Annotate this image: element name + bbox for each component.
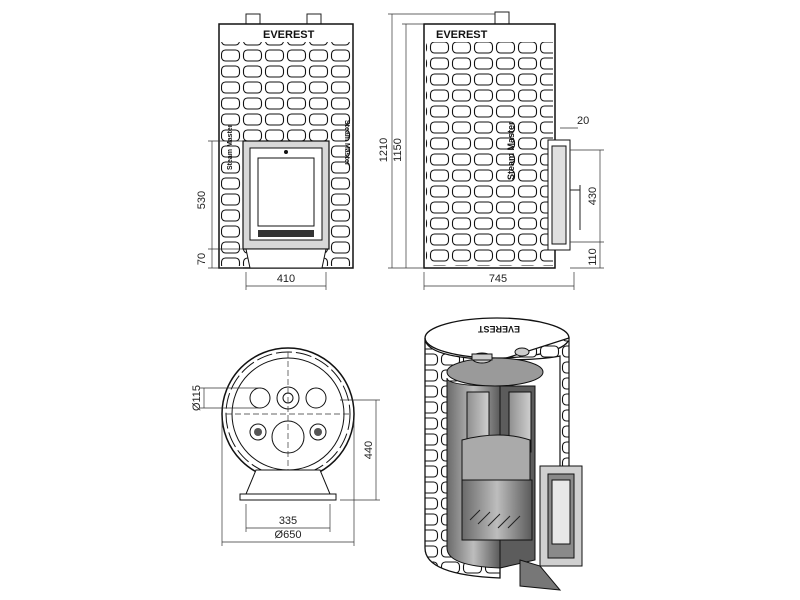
dim-body-height: 1150 — [392, 138, 404, 162]
dim-depth: 745 — [489, 273, 507, 285]
cutaway-stone-chamber — [461, 434, 531, 481]
side-door-handle — [551, 145, 567, 245]
dim-tank-height: 430 — [587, 187, 599, 205]
top-hole-left — [249, 387, 271, 409]
dim-diameter: Ø650 — [275, 529, 302, 541]
front-side-text-left: Steam Master — [227, 124, 234, 170]
ash-vent — [258, 230, 314, 237]
top-door-box — [245, 469, 331, 495]
top-hole-right — [305, 387, 327, 409]
dim-flue-diameter: Ø115 — [191, 385, 203, 411]
cutaway-base-plate — [519, 559, 562, 591]
front-view: EVEREST Steam Master Steam Master 530 70… — [196, 13, 354, 290]
cutaway-door-glass — [551, 479, 571, 545]
side-brand-text: EVEREST — [436, 29, 488, 41]
cutaway-top-plate — [446, 357, 544, 387]
dim-base-width: 335 — [279, 515, 297, 527]
cutaway-firebox — [461, 479, 533, 541]
dim-door-height: 530 — [196, 191, 208, 209]
dim-front-width: 410 — [277, 273, 295, 285]
dim-total-height: 1210 — [378, 138, 390, 162]
cutaway-nozzle — [514, 347, 530, 357]
front-brand-text: EVEREST — [263, 29, 315, 41]
side-lattice — [426, 42, 553, 266]
dim-base-height: 70 — [196, 253, 208, 265]
door-glass — [257, 157, 315, 227]
side-view: EVEREST Steam Master 1210 1150 20 430 11… — [378, 11, 604, 290]
front-side-text: Steam Master — [343, 120, 350, 166]
front-base — [245, 248, 327, 269]
top-door-front — [239, 493, 337, 501]
cutaway-view: EVEREST — [424, 317, 583, 591]
dim-top-height: 440 — [363, 441, 375, 459]
top-view: Ø115 440 335 Ø650 — [191, 347, 380, 546]
dim-bottom-offset: 110 — [587, 248, 599, 266]
dim-top-offset: 20 — [577, 115, 589, 127]
cutaway-brand-text: EVEREST — [477, 324, 520, 334]
cutaway-grate — [469, 509, 521, 529]
door-hinge — [284, 150, 288, 154]
side-text: Steam Master — [506, 121, 516, 180]
